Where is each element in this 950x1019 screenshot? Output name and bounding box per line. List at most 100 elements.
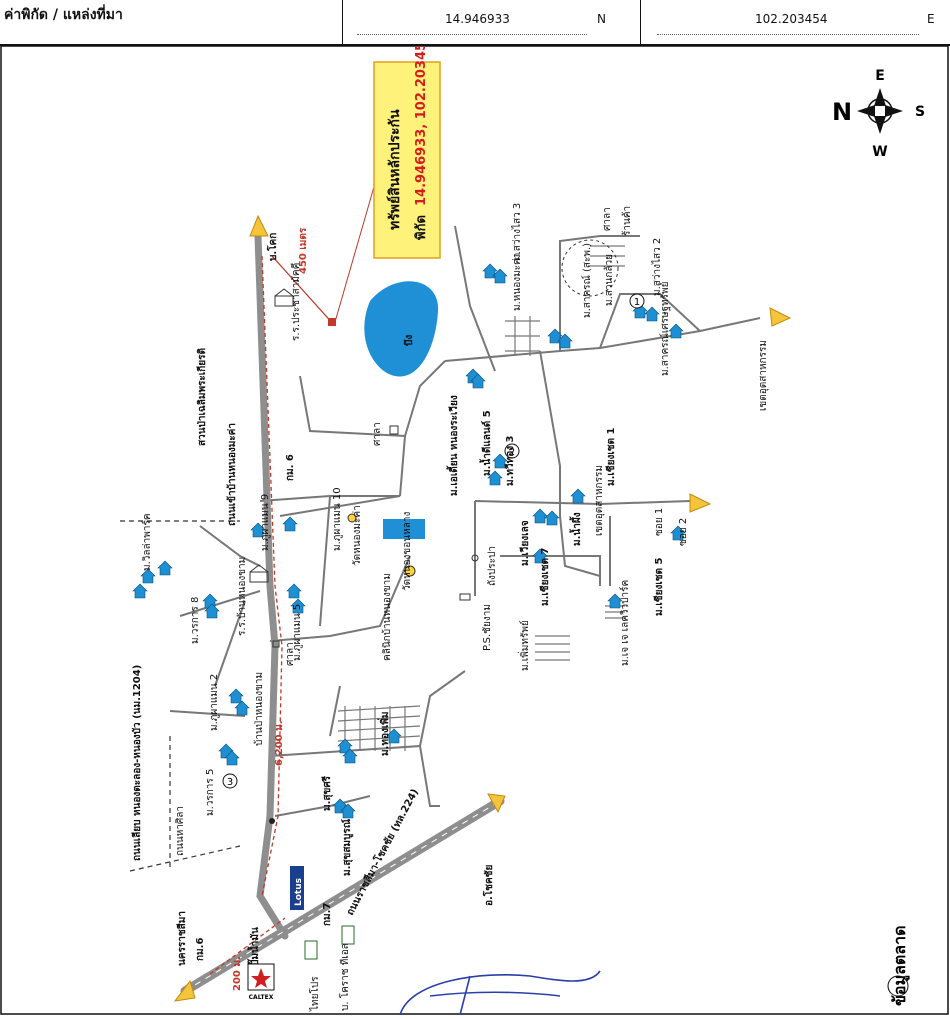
pond [383, 519, 425, 539]
label-m-eden: ม.เอเดี้ยน หนองระเวียง [446, 395, 460, 496]
housing-grids [337, 245, 625, 752]
longitude-suffix: E [927, 12, 935, 26]
road-arrows [173, 214, 792, 1002]
label-km6-top: กม. 6 [285, 454, 296, 481]
numbered-markers: 1 2 3 [222, 293, 645, 789]
property-callout: ทรัพย์สินหลักประกัน พิกัด 14.946933, 102… [373, 33, 441, 259]
label-m-jj: ม.เจ เจ เลควิวปาร์ค [619, 580, 631, 666]
longitude-value: 102.203454 [755, 12, 828, 26]
main-road [254, 232, 289, 940]
label-m-chiang-1: ม.เชียงเชต 1 [605, 427, 617, 486]
label-bueng: บึง [403, 335, 415, 346]
map-area: 1 2 3 ทรัพย์สินหลักประกัน พิกัด 14.94693… [0, 33, 950, 1016]
landmark-symbols [249, 288, 479, 824]
label-chaloem-phrakiat: สวนป่าเฉลิมพระเกียรติ [196, 348, 208, 446]
label-thai-pro: ไทยโปร [308, 976, 321, 1012]
marker-3: 3 [227, 777, 233, 788]
label-m-suksomboon: ม.สุขสมบูรณ์ [341, 818, 354, 876]
label-m-wiang-le: ม.เวียงเลจ [519, 520, 531, 566]
latitude-cell: 14.946933 N [342, 0, 641, 44]
minor-roads [169, 225, 761, 817]
label-wat-nong-makha: วัดหนองมะค่า [352, 505, 363, 566]
label-road-nong-makha: ถนนเข้าบ้านหนองมะค่า [226, 423, 238, 526]
compass-north: N [832, 98, 852, 126]
compass-west: W [872, 144, 887, 160]
label-ban-nong-kham: บ้านป่าหนองขาม [253, 672, 265, 746]
label-m-phoem-sap: ม.เพิ่มทรัพย์ [517, 620, 531, 671]
label-distance-450: 450 เมตร [298, 227, 309, 274]
map-info-label: ข้อมูลตลาด [890, 926, 911, 1006]
label-m-numdee-5: ม.น้ำดีแลนด์ 5 [479, 410, 493, 476]
label-ban-khok: บ.โคก [266, 233, 279, 261]
label-soi-2: ซอย 2 [678, 518, 689, 546]
longitude-cell: 102.203454 E [640, 0, 950, 44]
label-sala-top: ศาลา [372, 422, 383, 446]
longitude-dotted-line [657, 34, 919, 35]
callout-box [373, 61, 441, 259]
label-m-phupha-2: ม.ภูผาแมน 2 [209, 674, 220, 731]
latitude-dotted-line [357, 34, 587, 35]
label-chokchai: อ.โชคชัย [482, 865, 495, 906]
label-m-sawiang-3: ม.สว่างไสว 3 [511, 203, 523, 261]
arrow-east-mid [689, 493, 712, 513]
coordinate-header: ค่าพิกัด / แหล่งที่มา 14.946933 N 102.20… [0, 0, 950, 46]
arrow-north [249, 214, 269, 237]
label-nakhon-ratchasima: นครราชสีมา [176, 911, 188, 966]
label-m-phupha-9: ม.ภูผาแมน 9 [260, 494, 271, 551]
compass-rose: E W N S [832, 68, 925, 160]
callout-pointer [334, 165, 381, 323]
boundary-lines [120, 520, 241, 872]
label-wat-nong-khon: วัดหนองขอนหลาง [402, 512, 413, 591]
label-distance-200: 200 ม. [232, 956, 243, 991]
label-m-wara-8: ม.วรการ 8 [190, 597, 201, 644]
label-m-wara-5: ม.วรการ 5 [205, 769, 216, 816]
latitude-suffix: N [597, 12, 606, 26]
lake [364, 281, 439, 377]
map-info-circle [887, 975, 909, 997]
callout-coord-value: 14.946933, 102.203454 [414, 46, 429, 206]
highway-center-line [184, 800, 501, 992]
label-m-sakon-sap: ม.สาครณ์เศรษฐทรัพย์ [659, 282, 671, 377]
label-sala-right: ศาลา [602, 207, 613, 231]
label-ps: P.S.ชัยงาม [482, 604, 493, 651]
caltex-sign: CALTEX [247, 963, 275, 1001]
label-m-phupha-5: ม.ภูผาแมน 5 [292, 604, 303, 661]
arrow-ratchasima [173, 979, 196, 1002]
label-m-nong-makha: ม.หนองมะค่า [512, 253, 523, 311]
arrow-chokchai [487, 793, 506, 814]
label-m-namphueng: ม.น้ำผึ้ง [569, 512, 583, 546]
label-km6-bottom: กม.6 [195, 938, 206, 961]
lotus-sign: Lotus [290, 866, 304, 910]
label-m-villa-park: ม.วิลล่าพาร์ค [141, 513, 153, 571]
building-icons [304, 925, 355, 960]
compass-south: S [915, 104, 925, 120]
label-m-phupha-10: ม.ภูผาแมน 10 [332, 487, 343, 551]
label-school-prachasan: ร.ร.ประชาสามัคคี [290, 263, 302, 341]
label-sala-mid: ศาลา [285, 642, 296, 666]
lotus-text: Lotus [294, 878, 304, 906]
sala-square [389, 425, 399, 435]
label-m-suan-kluai: ม.สวนกล้วย [603, 254, 615, 306]
map-labels: 450 เมตร บ.โคก ร.ร.ประชาสามัคคี สวนป่าเฉ… [131, 203, 769, 1012]
latitude-value: 14.946933 [445, 12, 510, 26]
label-m-chiang-7: ม.เชียงเชต 7 [539, 547, 551, 606]
callout-title: ทรัพย์สินหลักประกัน [386, 109, 403, 230]
label-m-suksri: ม.สุขศรี [321, 775, 333, 811]
arrow-east-top [769, 307, 792, 327]
property-marker [328, 318, 336, 326]
marker-2: 2 [509, 447, 515, 458]
label-khorat-ts: บ. โคราช ทีเอส [338, 943, 351, 1011]
compass-east: E [875, 68, 885, 84]
callout-coord-prefix: พิกัด [414, 215, 429, 240]
marker-1: 1 [634, 297, 640, 308]
label-water-tank: ถังประปา [487, 546, 498, 586]
label-m-thong-phoem: ม.ทองเพิ่ม [377, 712, 391, 756]
label-clinic: คลินิกบ้านหนองขาม [381, 573, 393, 661]
route-line [261, 255, 283, 897]
signature [399, 970, 601, 1016]
label-soi-1: ซอย 1 [654, 508, 665, 536]
route-line-200 [209, 917, 286, 975]
label-khet-it-top: เขตอุตสาหกรรม [758, 340, 769, 411]
village-circle [561, 239, 619, 297]
label-school-nong-kham: ร.ร.บ้านหนองขาม [236, 557, 248, 636]
